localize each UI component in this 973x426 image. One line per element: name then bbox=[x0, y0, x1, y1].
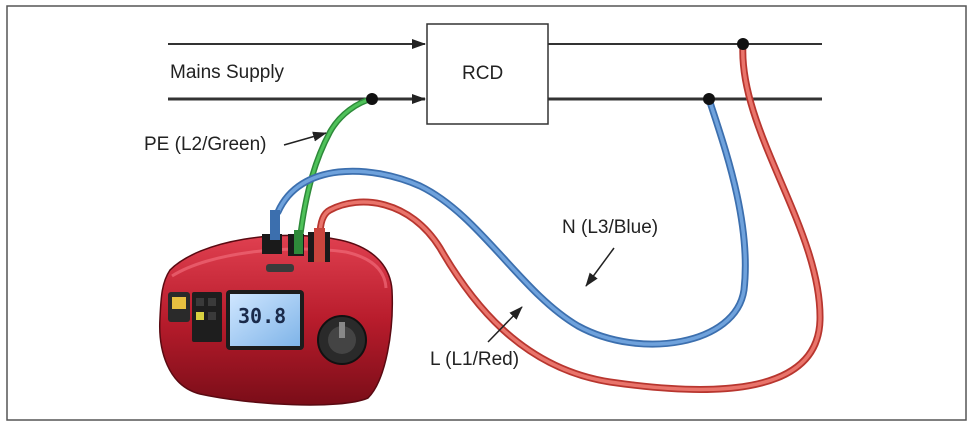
pe-green-label: PE (L2/Green) bbox=[144, 134, 267, 155]
pe-label-arrow bbox=[283, 131, 327, 146]
diagram-border bbox=[6, 5, 967, 421]
tester-display-reading: 30.8 bbox=[238, 304, 287, 328]
installation-tester-device bbox=[159, 210, 394, 406]
n-blue-label: N (L3/Blue) bbox=[562, 217, 659, 238]
n-label-arrow bbox=[585, 247, 615, 287]
rcd-label: RCD bbox=[462, 63, 504, 84]
l-junction-dot bbox=[737, 38, 749, 50]
l-label-arrow bbox=[487, 306, 523, 343]
pe-junction-dot bbox=[366, 93, 378, 105]
n-junction-dot bbox=[703, 93, 715, 105]
mains-supply-label: Mains Supply bbox=[170, 62, 285, 83]
l-red-label: L (L1/Red) bbox=[430, 349, 520, 370]
rcd-box bbox=[426, 23, 549, 125]
